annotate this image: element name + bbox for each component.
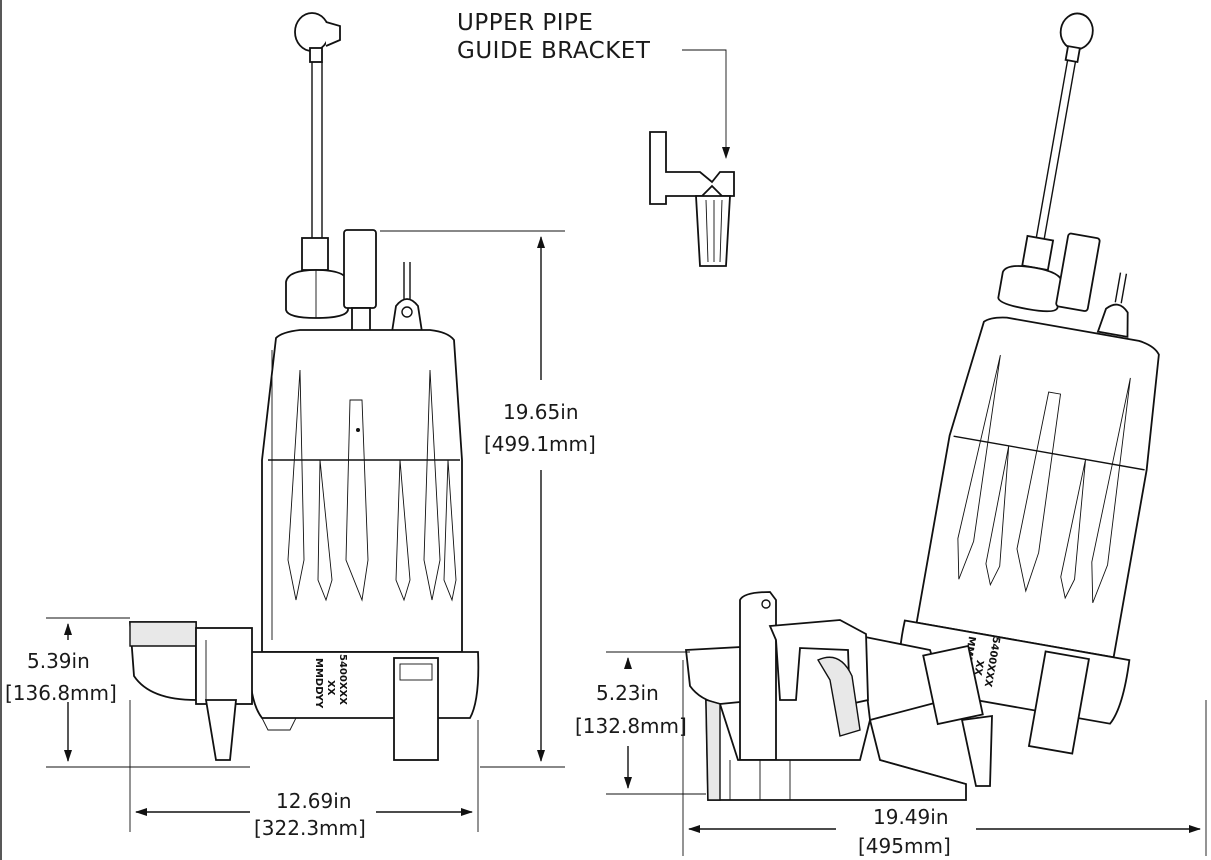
- model-suffix: XX: [325, 680, 336, 696]
- side-motor-housing: [915, 316, 1160, 659]
- side-cable-gland: [997, 265, 1063, 313]
- housing-ribs: [287, 369, 457, 602]
- bracket-clip: [695, 195, 731, 267]
- side-length-in: 19.49in: [873, 805, 949, 829]
- cord-strain-relief: [301, 237, 329, 271]
- callout-line-2: GUIDE BRACKET: [457, 38, 651, 64]
- motor-housing: [261, 329, 463, 653]
- front-height-dimension: 19.65in [499.1mm]: [380, 230, 596, 768]
- model-number: 5400XXX: [337, 654, 348, 705]
- power-plug-icon: [294, 12, 341, 63]
- side-height-dimension: 5.23in [132.8mm]: [575, 651, 706, 795]
- base-plate: [705, 698, 967, 801]
- front-width-dimension: 12.69in [322.3mm]: [129, 700, 479, 840]
- front-discharge-dimension: 5.39in [136.8mm]: [5, 617, 250, 768]
- upper-pipe-guide-bracket: UPPER PIPE GUIDE BRACKET: [457, 10, 735, 267]
- side-pump-leg: [960, 714, 993, 787]
- front-height-in: 19.65in: [503, 400, 579, 424]
- model-label: 5400XXX XX MMDDYY: [313, 654, 348, 709]
- discharge-flange: [195, 627, 253, 705]
- float-switch: [343, 229, 377, 309]
- cable-gland: [285, 269, 349, 319]
- front-discharge-mm: [136.8mm]: [5, 681, 117, 705]
- bracket-body: [649, 131, 735, 205]
- date-code: MMDDYY: [313, 658, 324, 709]
- base-foot-block: [393, 657, 439, 761]
- front-view-pump: 5400XXX XX MMDDYY: [129, 12, 480, 761]
- side-float-switch: [1055, 232, 1101, 312]
- lifting-eye: [390, 262, 424, 333]
- front-width-mm: [322.3mm]: [254, 816, 366, 840]
- side-power-plug-icon: [1059, 12, 1094, 51]
- front-discharge-in: 5.39in: [27, 649, 90, 673]
- side-length-mm: [495mm]: [858, 834, 951, 858]
- base-upright: [739, 591, 777, 761]
- side-view-pump: 5400XXX XX MMDDYY: [685, 12, 1160, 801]
- pump-leg-left: [204, 699, 237, 761]
- side-discharge-flange: [922, 644, 984, 726]
- callout-line-1: UPPER PIPE: [457, 10, 593, 36]
- power-cord: [311, 62, 323, 238]
- callout-leader: [682, 49, 730, 159]
- front-height-mm: [499.1mm]: [484, 432, 596, 456]
- side-power-cord: [1035, 60, 1077, 240]
- side-height-mm: [132.8mm]: [575, 714, 687, 738]
- side-length-dimension: 19.49in [495mm]: [682, 660, 1207, 858]
- pump-base: [248, 651, 480, 719]
- side-model-suffix: XX: [971, 659, 985, 676]
- base-hook: [768, 619, 869, 706]
- front-width-in: 12.69in: [276, 789, 352, 813]
- side-height-in: 5.23in: [596, 681, 659, 705]
